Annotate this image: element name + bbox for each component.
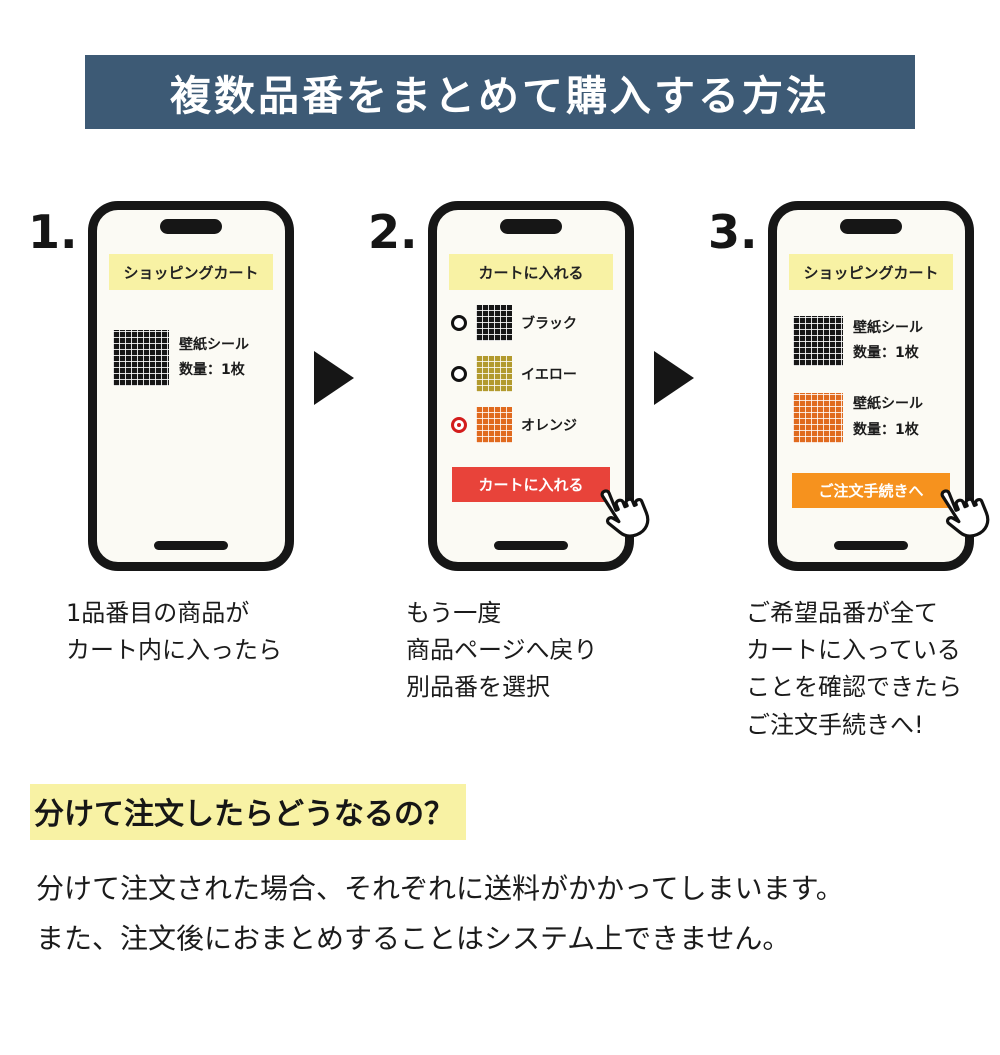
add-to-cart-header: カートに入れる bbox=[449, 254, 613, 290]
caption-line: カートに入っている bbox=[746, 636, 961, 665]
add-to-cart-button[interactable]: カートに入れる bbox=[452, 467, 610, 502]
caption-line: 別品番を選択 bbox=[406, 673, 550, 702]
option-label: ブラック bbox=[521, 316, 577, 332]
product-name: 壁紙シール bbox=[853, 320, 923, 336]
phone-home-indicator bbox=[494, 541, 568, 550]
product-quantity: 数量：1枚 bbox=[853, 345, 919, 362]
shopping-cart-header: ショッピングカート bbox=[109, 254, 273, 290]
black-grid-swatch bbox=[113, 330, 169, 386]
step-1: 1. ショッピングカート 壁紙シール 数量：1枚 1品番目の商品が カート内に入… bbox=[28, 201, 294, 669]
step-2-caption: もう一度 商品ページへ戻り 別品番を選択 bbox=[406, 595, 634, 707]
note-text: 分けて注文された場合、それぞれに送料がかかってしまいます。 また、注文後におまと… bbox=[36, 864, 1000, 965]
cart-item-row: 壁紙シール 数量：1枚 bbox=[793, 316, 957, 367]
color-option-orange[interactable]: オレンジ bbox=[451, 407, 619, 443]
caption-line: ご注文手続きへ! bbox=[746, 710, 924, 739]
phone-home-indicator bbox=[834, 541, 908, 550]
phone-home-indicator bbox=[154, 541, 228, 550]
note-line: また、注文後におまとめすることはシステム上できません。 bbox=[36, 922, 791, 956]
option-label: オレンジ bbox=[521, 418, 577, 434]
yellow-grid-swatch bbox=[476, 356, 512, 392]
page-title-banner: 複数品番をまとめて購入する方法 bbox=[85, 55, 915, 129]
step-3: 3. ショッピングカート 壁紙シール 数量：1枚 壁紙シール 数量：1枚 ご注文… bbox=[708, 201, 990, 744]
step-2-number: 2. bbox=[368, 205, 418, 259]
orange-grid-swatch bbox=[793, 392, 843, 443]
option-label: イエロー bbox=[521, 367, 577, 383]
product-name: 壁紙シール bbox=[179, 336, 249, 353]
checkout-button[interactable]: ご注文手続きへ bbox=[792, 472, 950, 508]
phone-notch bbox=[840, 219, 902, 234]
phone-mockup-1: ショッピングカート 壁紙シール 数量：1枚 bbox=[88, 201, 294, 571]
footer-note-section: 分けて注文したらどうなるの？ 分けて注文された場合、それぞれに送料がかかってしま… bbox=[30, 783, 1000, 965]
orange-grid-swatch bbox=[476, 407, 512, 443]
phone-mockup-3: ショッピングカート 壁紙シール 数量：1枚 壁紙シール 数量：1枚 ご注文手続き… bbox=[768, 201, 990, 571]
step-3-number: 3. bbox=[708, 205, 758, 259]
phone-mockup-2: カートに入れる ブラック イエロー オレンジ カートに入れる bbox=[428, 201, 650, 571]
cart-item-row: 壁紙シール 数量：1枚 bbox=[113, 330, 277, 386]
next-step-arrow bbox=[654, 351, 694, 405]
phone-notch bbox=[160, 219, 222, 234]
product-quantity: 数量：1枚 bbox=[853, 421, 919, 438]
step-2: 2. カートに入れる ブラック イエロー オレンジ カートに入れる bbox=[368, 201, 650, 707]
steps-row: 1. ショッピングカート 壁紙シール 数量：1枚 1品番目の商品が カート内に入… bbox=[0, 201, 1000, 744]
color-option-black[interactable]: ブラック bbox=[451, 305, 619, 341]
cart-item-row: 壁紙シール 数量：1枚 bbox=[793, 392, 957, 443]
phone-notch bbox=[500, 219, 562, 234]
caption-line: 1品番目の商品が bbox=[66, 599, 250, 627]
color-option-yellow[interactable]: イエロー bbox=[451, 356, 619, 392]
next-step-arrow bbox=[314, 351, 354, 405]
shopping-cart-header: ショッピングカート bbox=[789, 254, 953, 290]
product-name: 壁紙シール bbox=[853, 396, 923, 413]
black-grid-swatch bbox=[476, 305, 512, 341]
step-3-caption: ご希望品番が全て カートに入っている ことを確認できたら ご注文手続きへ! bbox=[746, 595, 974, 744]
section-heading: 分けて注文したらどうなるの？ bbox=[30, 783, 466, 840]
caption-line: もう一度 bbox=[406, 599, 502, 627]
black-grid-swatch bbox=[793, 316, 843, 367]
caption-line: カート内に入ったら bbox=[66, 636, 282, 665]
caption-line: ご希望品番が全て bbox=[746, 599, 938, 627]
step-1-caption: 1品番目の商品が カート内に入ったら bbox=[66, 595, 294, 669]
radio-button[interactable] bbox=[451, 315, 467, 331]
radio-button-selected[interactable] bbox=[451, 417, 467, 433]
step-1-number: 1. bbox=[28, 205, 78, 259]
note-line: 分けて注文された場合、それぞれに送料がかかってしまいます。 bbox=[36, 871, 844, 905]
caption-line: 商品ページへ戻り bbox=[406, 636, 598, 665]
radio-button[interactable] bbox=[451, 366, 467, 382]
product-quantity: 数量：1枚 bbox=[179, 362, 245, 378]
caption-line: ことを確認できたら bbox=[746, 673, 962, 702]
